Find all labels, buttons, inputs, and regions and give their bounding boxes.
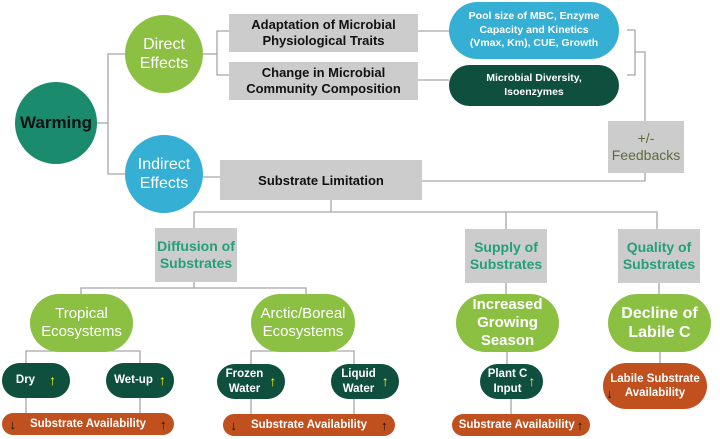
connector-tropical	[25, 350, 141, 363]
arctic-label-1: Arctic/Boreal	[260, 305, 346, 322]
down-arrow-icon: ↓	[230, 417, 237, 433]
decline-labile-c-node: Decline of Labile C	[608, 294, 711, 352]
indirect-effects-label-2: Effects	[139, 175, 189, 192]
decline-line-2: Labile C	[628, 324, 691, 341]
pool-size-node: Pool size of MBC, Enzyme Capacity and Ki…	[449, 2, 619, 59]
adaptation-label-1: Adaptation of Microbial	[251, 17, 396, 33]
tropical-label-2: Ecosystems	[41, 323, 122, 340]
tropical-availability-node: ↓ Substrate Availability ↑	[2, 413, 174, 435]
connector-arctic	[250, 350, 355, 364]
growing-line-2: Growing	[477, 314, 538, 331]
labile-avail-line-2: Availability	[624, 387, 686, 399]
up-arrow-icon: ↑	[269, 372, 277, 389]
direct-effects-node: Direct Effects	[125, 15, 203, 93]
feedbacks-line-1: +/-	[637, 129, 655, 146]
arctic-availability-node: ↓ Substrate Availability ↑	[223, 414, 395, 436]
availability-label: Substrate Availability	[29, 418, 147, 430]
decline-line-1: Decline of	[621, 304, 698, 322]
liquid-label-1: Liquid	[341, 368, 376, 381]
plant-c-line-2: Input	[493, 382, 522, 395]
connector-feedback-down	[422, 173, 646, 182]
diversity-line-1: Microbial Diversity,	[486, 71, 582, 84]
up-arrow-icon: ↑	[49, 371, 57, 388]
pool-size-line-3: (Vmax, Km), CUE, Growth	[469, 37, 599, 50]
tropical-label-1: Tropical	[55, 305, 108, 322]
down-arrow-icon: ↓	[9, 416, 16, 432]
frozen-label-1: Frozen	[225, 368, 264, 381]
diffusion-label-1: Diffusion of	[157, 237, 235, 254]
supply-label-1: Supply of	[474, 238, 538, 255]
supply-box: Supply of Substrates	[465, 229, 547, 283]
quality-label-2: Substrates	[622, 256, 696, 272]
growing-line-3: Season	[480, 332, 535, 349]
supply-label-2: Substrates	[469, 256, 543, 272]
diffusion-label-2: Substrates	[159, 255, 233, 271]
quality-label-1: Quality of	[626, 238, 692, 255]
connector-categories	[193, 211, 658, 229]
warming-label: Warming	[19, 113, 93, 132]
availability-label: Substrate Availability	[250, 419, 368, 431]
community-change-box: Change in Microbial Community Compositio…	[229, 62, 418, 100]
community-change-label-1: Change in Microbial	[261, 65, 386, 81]
community-change-label-2: Community Composition	[246, 81, 401, 96]
growing-season-node: Increased Growing Season	[456, 294, 559, 352]
direct-effects-label-1: Direct	[143, 35, 185, 53]
up-arrow-icon: ↑	[528, 372, 536, 389]
quality-box: Quality of Substrates	[618, 229, 700, 283]
indirect-effects-node: Indirect Effects	[125, 135, 203, 213]
direct-effects-label-2: Effects	[139, 55, 189, 72]
liquid-water-node: Liquid Water ↑	[331, 364, 399, 399]
substrate-limitation-box: Substrate Limitation	[220, 160, 422, 200]
adaptation-label-2: Physiological Traits	[262, 33, 385, 48]
feedbacks-box: +/- Feedbacks	[608, 121, 684, 173]
up-arrow-icon: ↑	[576, 417, 584, 433]
up-arrow-icon: ↑	[158, 371, 166, 388]
arctic-label-2: Ecosystems	[262, 323, 344, 340]
arctic-boreal-ecosystems-node: Arctic/Boreal Ecosystems	[251, 294, 355, 352]
up-arrow-icon: ↑	[381, 417, 388, 433]
wet-up-node: Wet-up ↑	[106, 363, 174, 398]
liquid-label-2: Water	[342, 382, 375, 395]
labile-avail-line-1: Labile Substrate	[610, 372, 700, 385]
availability-label: Substrate Availability	[458, 419, 575, 431]
labile-availability-node: Labile Substrate Availability ↓	[603, 363, 707, 409]
connector-ecosystems	[80, 287, 307, 294]
down-arrow-icon: ↓	[606, 385, 613, 401]
pool-size-line-2: Capacity and Kinetics	[479, 23, 589, 36]
plant-c-input-node: Plant C Input ↑	[480, 364, 543, 399]
connector-feedback-bracket	[627, 29, 636, 76]
connector-direct-branches	[216, 30, 229, 76]
pool-size-line-1: Pool size of MBC, Enzyme	[468, 10, 600, 23]
diversity-node: Microbial Diversity, Isoenzymes	[449, 65, 619, 106]
diffusion-box: Diffusion of Substrates	[155, 228, 237, 282]
growing-line-1: Increased	[472, 296, 543, 313]
plant-c-line-1: Plant C	[487, 368, 528, 381]
adaptation-box: Adaptation of Microbial Physiological Tr…	[229, 14, 418, 52]
dry-label: Dry	[15, 374, 36, 387]
connector-root-branches	[107, 53, 125, 175]
supply-availability-node: Substrate Availability ↑	[452, 414, 590, 436]
diversity-line-2: Isoenzymes	[504, 85, 564, 98]
feedbacks-line-2: Feedbacks	[611, 147, 681, 163]
indirect-effects-label-1: Indirect	[137, 155, 191, 173]
tropical-ecosystems-node: Tropical Ecosystems	[30, 294, 133, 352]
frozen-label-2: Water	[228, 382, 261, 395]
warming-node: Warming	[15, 82, 97, 164]
wet-up-label: Wet-up	[114, 374, 153, 387]
frozen-water-node: Frozen Water ↑	[217, 364, 285, 399]
dry-node: Dry ↑	[2, 363, 70, 398]
up-arrow-icon: ↑	[381, 372, 389, 389]
substrate-limitation-label: Substrate Limitation	[258, 172, 384, 188]
connector-feedback-up	[635, 51, 646, 121]
up-arrow-icon: ↑	[160, 416, 167, 432]
